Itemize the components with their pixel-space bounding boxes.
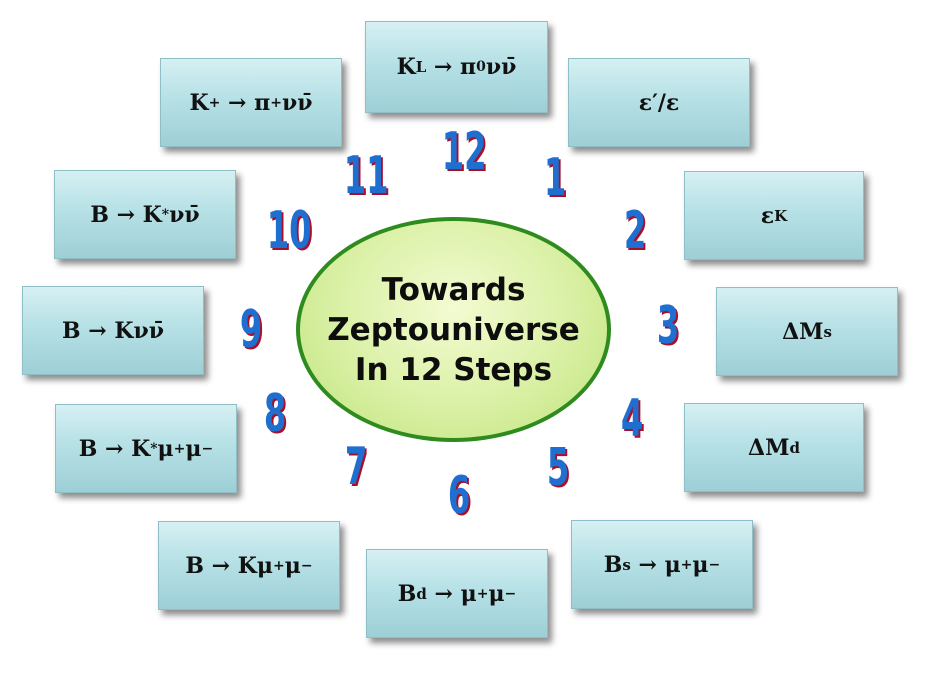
dms-sub: s	[823, 322, 832, 341]
clock-number-4: 4	[620, 389, 644, 449]
box-b-k-nunu: B → Kνν̄	[22, 286, 204, 375]
bkmumu-b: μ	[284, 552, 301, 579]
title-line-1: Towards	[381, 271, 526, 308]
clock-number-11: 11	[343, 146, 389, 206]
bd-mu2-sup: −	[504, 585, 517, 602]
kplus-k-sup: +	[208, 94, 221, 111]
clock-number-8: 8	[263, 384, 287, 444]
kplus-pi-sup: +	[270, 94, 282, 111]
bkstarmumu-c-sup: −	[201, 440, 214, 457]
bs-mu1-sup: +	[680, 556, 693, 573]
clock-number-7: 7	[344, 437, 368, 497]
box-b-k-mumu: B → Kμ+μ−	[158, 521, 340, 610]
dmd-delta-m: ΔM	[748, 434, 790, 461]
bd-sub: d	[416, 584, 427, 603]
bs-mu1: μ	[664, 551, 681, 578]
kplus-nunu: νν̄	[281, 89, 313, 116]
kl-nunu: νν̄	[485, 54, 517, 80]
eps-prime-text: ε′/ε	[638, 89, 680, 116]
bkstarnunu-a-sup: *	[161, 206, 170, 223]
box-eps-prime: ε′/ε	[568, 58, 750, 147]
bkstarmumu-b: μ	[157, 435, 174, 462]
bd-arrow: →	[426, 580, 461, 607]
title-line-2: Zeptouniverse	[327, 311, 580, 348]
dms-delta-m: ΔM	[782, 318, 824, 345]
bd-mu1-sup: +	[476, 585, 489, 602]
bkstarmumu-a: B → K	[78, 435, 151, 462]
kl-k: K	[396, 54, 416, 80]
clock-number-3: 3	[656, 296, 680, 356]
bd-mu2: μ	[488, 580, 505, 607]
kplus-k: K	[189, 89, 209, 116]
kl-pi-sup: 0	[476, 59, 486, 75]
dmd-sub: d	[789, 438, 800, 457]
title-line-3: In 12 Steps	[354, 351, 553, 388]
kl-sub: L	[415, 58, 427, 76]
bkstarmumu-b-sup: +	[173, 440, 186, 457]
bd-mu1: μ	[460, 580, 477, 607]
center-title-ellipse: Towards Zeptouniverse In 12 Steps	[296, 217, 611, 442]
bkmumu-a-sup: +	[273, 557, 285, 574]
bkstarnunu-a: B → K	[90, 201, 162, 228]
bs-mu2-sup: −	[708, 556, 721, 573]
bkmumu-b-sup: −	[300, 557, 313, 574]
box-kplus-piplus-nunu: K+ → π+νν̄	[160, 58, 342, 147]
bd-b: B	[397, 580, 417, 607]
kl-pi: π	[460, 54, 477, 80]
bs-arrow: →	[630, 551, 665, 578]
bs-mu2: μ	[692, 551, 709, 578]
clock-number-6: 6	[447, 466, 471, 526]
kplus-arrow: →	[220, 89, 255, 116]
clock-number-1: 1	[543, 148, 567, 208]
bkstarnunu-b: νν̄	[169, 201, 200, 228]
eps-k-epsilon: ε	[760, 202, 775, 229]
bs-sub: s	[622, 555, 631, 574]
clock-number-2: 2	[623, 201, 647, 261]
clock-number-9: 9	[239, 300, 263, 360]
eps-k-sub: K	[774, 206, 788, 225]
bknunu-text: B → Kνν̄	[62, 317, 164, 344]
box-b-kstar-nunu: B → K*νν̄	[54, 170, 236, 259]
kplus-pi: π	[254, 89, 271, 116]
clock-number-5: 5	[546, 438, 570, 498]
bkmumu-a: B → Kμ	[185, 552, 273, 579]
clock-number-10: 10	[266, 201, 312, 261]
kl-arrow: →	[426, 54, 461, 80]
bkstarmumu-c: μ	[185, 435, 202, 462]
bs-b: B	[603, 551, 623, 578]
box-b-kstar-mumu: B → K*μ+μ−	[55, 404, 237, 493]
clock-number-12: 12	[441, 122, 487, 182]
bkstarmumu-a-sup: *	[150, 440, 158, 457]
